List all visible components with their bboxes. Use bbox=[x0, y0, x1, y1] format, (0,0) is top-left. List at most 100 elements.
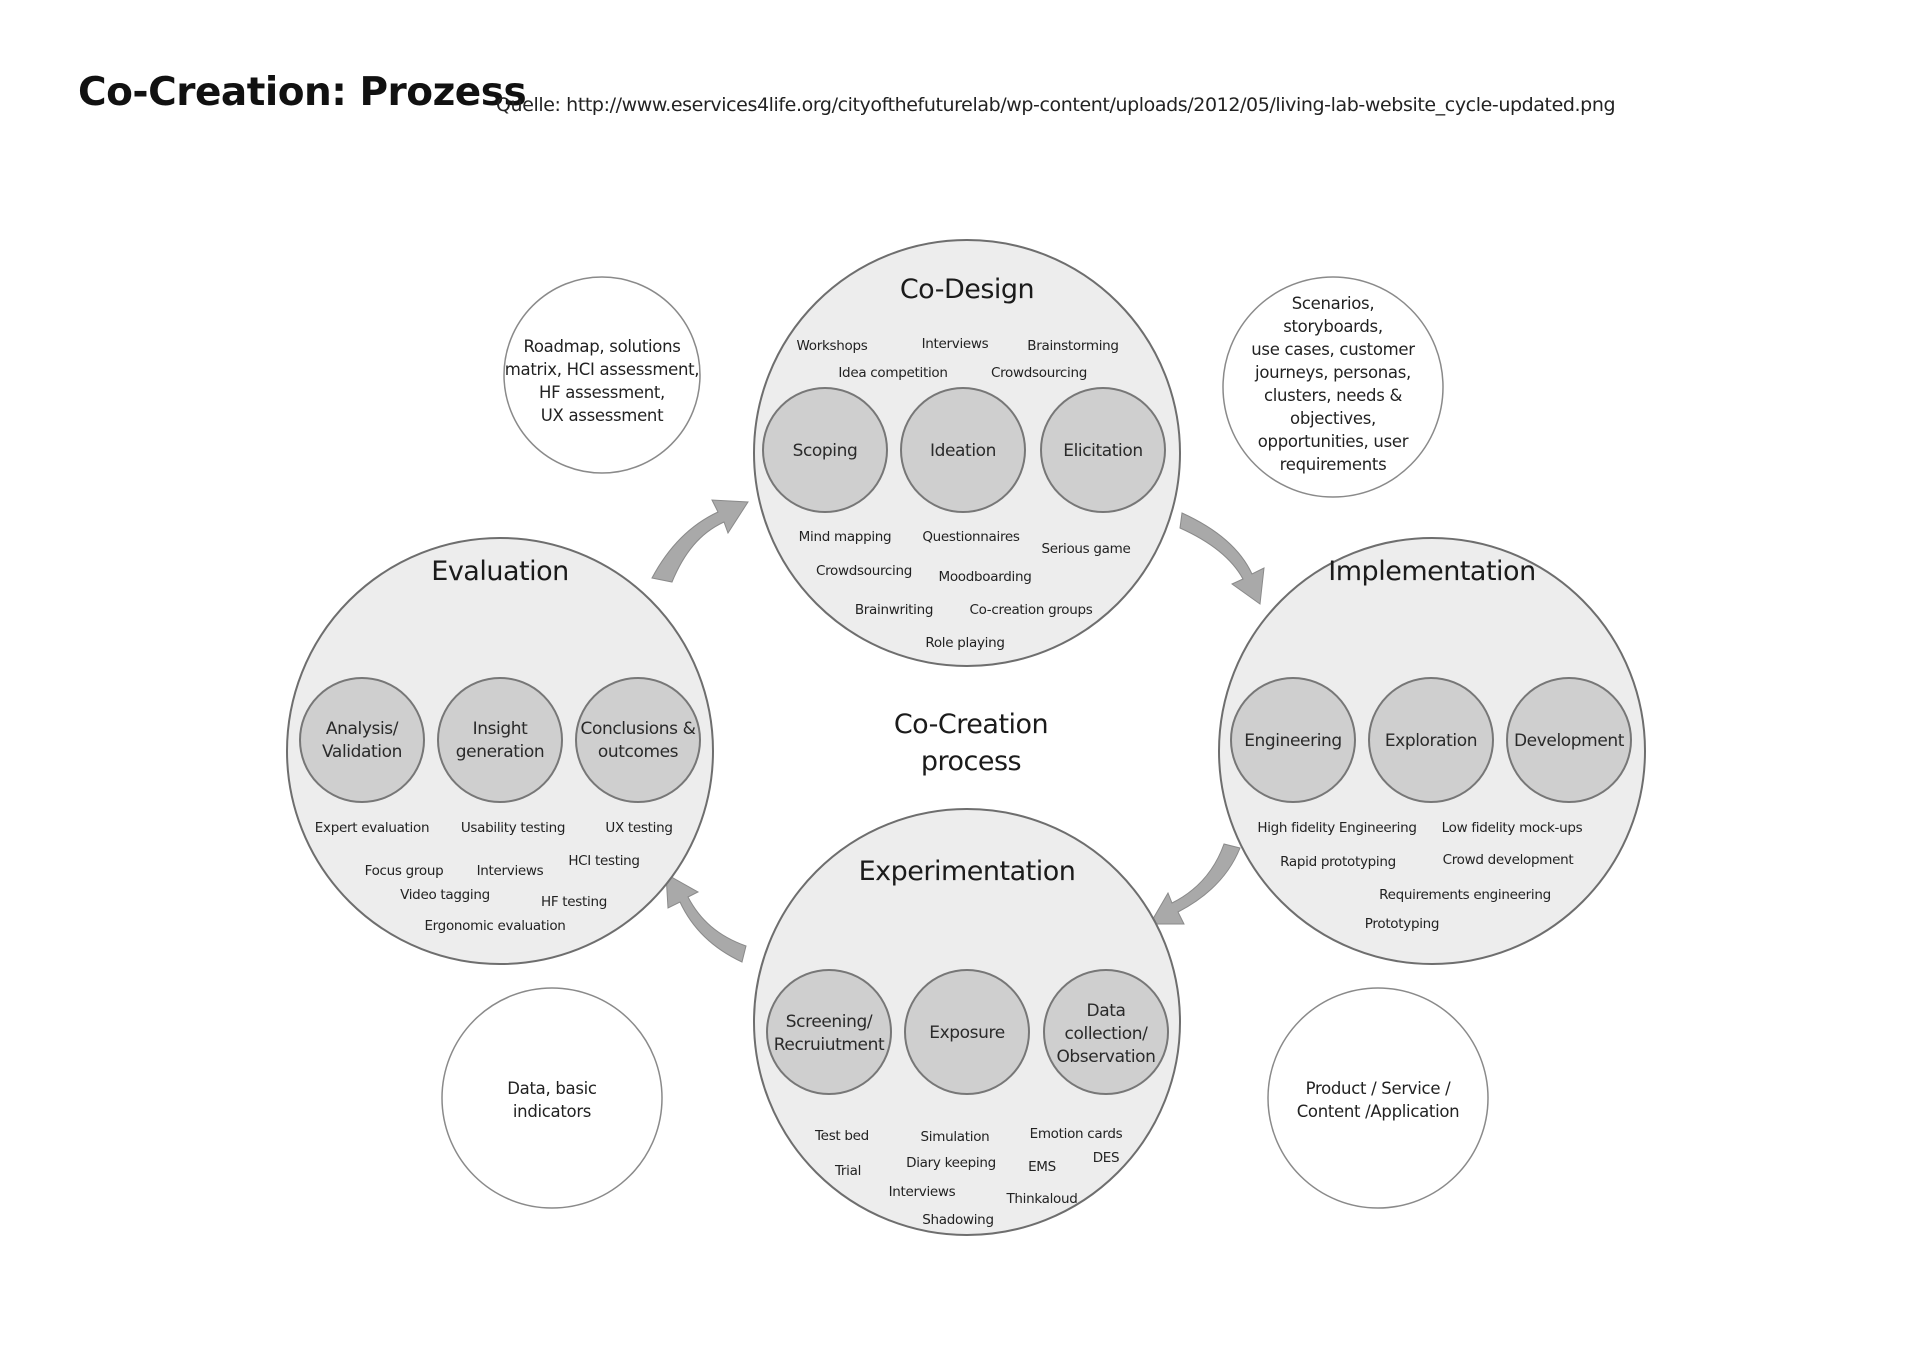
method-label: Mind mapping bbox=[799, 529, 892, 545]
method-label: Brainwriting bbox=[855, 602, 933, 618]
phase-implementation: Implementation Engineering Exploration D… bbox=[1218, 537, 1646, 965]
phase-experimentation: Experimentation Screening/ Recruiutment … bbox=[753, 808, 1181, 1236]
phase-evaluation: Evaluation Analysis/ Validation Insight … bbox=[286, 537, 714, 965]
method-label: UX testing bbox=[605, 820, 672, 836]
curved-arrow-experimentation-to-evaluation bbox=[665, 873, 747, 963]
method-label: DES bbox=[1093, 1150, 1120, 1166]
phase-title: Evaluation bbox=[431, 556, 568, 587]
method-label: Interviews bbox=[889, 1184, 956, 1200]
subphase-label: Development bbox=[1514, 731, 1625, 751]
subphase-circle bbox=[575, 677, 701, 803]
output-circle bbox=[441, 987, 663, 1209]
method-label: Rapid prototyping bbox=[1280, 854, 1396, 870]
subphase-label: Validation bbox=[322, 742, 402, 762]
method-label: Crowd development bbox=[1443, 852, 1574, 868]
method-label: Role playing bbox=[925, 635, 1004, 651]
subphase-circle bbox=[766, 969, 892, 1095]
curved-arrow-implementation-to-experimentation bbox=[1149, 843, 1241, 925]
subphase-label: Screening/ bbox=[786, 1012, 873, 1032]
subphase-circle bbox=[762, 387, 888, 513]
output-line: requirements bbox=[1280, 455, 1387, 474]
output-line: Roadmap, solutions bbox=[523, 337, 680, 356]
output-line: Content /Application bbox=[1297, 1102, 1460, 1121]
output-line: opportunities, user bbox=[1258, 432, 1409, 451]
method-label: Requirements engineering bbox=[1379, 887, 1551, 903]
method-label: High fidelity Engineering bbox=[1257, 820, 1416, 836]
curved-arrow-evaluation-to-codesign bbox=[651, 499, 749, 583]
center-label-line: Co-Creation bbox=[894, 709, 1048, 740]
subphase-label: Insight bbox=[473, 719, 529, 739]
subphase-label: Recruiutment bbox=[774, 1035, 885, 1055]
subphase-label: Analysis/ bbox=[326, 719, 399, 739]
center-label: Co-Creation process bbox=[894, 709, 1049, 777]
subphase-circle bbox=[437, 677, 563, 803]
subphase-circle bbox=[1230, 677, 1356, 803]
output-top-left: Roadmap, solutions matrix, HCI assessmen… bbox=[503, 276, 701, 474]
output-line: storyboards, bbox=[1283, 317, 1383, 336]
subphase-label: Scoping bbox=[793, 441, 858, 461]
method-label: Crowdsourcing bbox=[816, 563, 912, 579]
phase-title: Experimentation bbox=[859, 856, 1076, 887]
output-bottom-right: Product / Service / Content /Application bbox=[1267, 987, 1489, 1209]
subphase-label: generation bbox=[456, 742, 544, 762]
subphase-label: Exploration bbox=[1385, 731, 1477, 751]
output-line: matrix, HCI assessment, bbox=[505, 360, 699, 379]
output-line: Data, basic bbox=[507, 1079, 597, 1098]
method-label: Diary keeping bbox=[906, 1155, 996, 1171]
output-line: Product / Service / bbox=[1306, 1079, 1452, 1098]
method-label: Expert evaluation bbox=[315, 820, 429, 836]
method-label: Focus group bbox=[365, 863, 444, 879]
curved-arrow-codesign-to-implementation bbox=[1179, 512, 1265, 605]
subphase-circle bbox=[1043, 969, 1169, 1095]
method-label: HF testing bbox=[541, 894, 607, 910]
method-label: Serious game bbox=[1041, 541, 1130, 557]
method-label: Emotion cards bbox=[1030, 1126, 1123, 1142]
output-line: objectives, bbox=[1290, 409, 1376, 428]
method-label: HCI testing bbox=[568, 853, 639, 869]
method-label: EMS bbox=[1028, 1159, 1056, 1175]
center-label-line: process bbox=[921, 746, 1021, 777]
subphase-label: Ideation bbox=[930, 441, 996, 461]
subphase-circle bbox=[1506, 677, 1632, 803]
phase-title: Co-Design bbox=[900, 274, 1034, 305]
method-label: Ergonomic evaluation bbox=[424, 918, 565, 934]
output-line: indicators bbox=[513, 1102, 591, 1121]
output-top-right: Scenarios, storyboards, use cases, custo… bbox=[1222, 276, 1444, 498]
subphase-circle bbox=[299, 677, 425, 803]
output-line: clusters, needs & bbox=[1264, 386, 1402, 405]
subphase-label: Exposure bbox=[929, 1023, 1005, 1043]
method-label: Thinkaloud bbox=[1005, 1191, 1077, 1207]
method-label: Moodboarding bbox=[939, 569, 1032, 585]
page-title: Co-Creation: Prozess bbox=[78, 70, 527, 115]
subphase-label: Data bbox=[1087, 1001, 1126, 1021]
method-label: Trial bbox=[834, 1163, 861, 1179]
output-circle bbox=[1267, 987, 1489, 1209]
method-label: Brainstorming bbox=[1027, 338, 1118, 354]
subphase-circle bbox=[1368, 677, 1494, 803]
subphase-label: outcomes bbox=[598, 742, 679, 762]
output-circle bbox=[1222, 276, 1444, 498]
output-line: Scenarios, bbox=[1292, 294, 1375, 313]
method-label: Test bed bbox=[814, 1128, 869, 1144]
method-label: Simulation bbox=[921, 1129, 990, 1145]
subphase-label: collection/ bbox=[1065, 1024, 1149, 1044]
source-citation: Quelle: http://www.eservices4life.org/ci… bbox=[496, 94, 1616, 116]
output-line: journeys, personas, bbox=[1254, 363, 1411, 382]
method-label: Interviews bbox=[922, 336, 989, 352]
method-label: Questionnaires bbox=[922, 529, 1020, 545]
subphase-label: Elicitation bbox=[1063, 441, 1143, 461]
phase-title: Implementation bbox=[1328, 556, 1535, 587]
method-label: Usability testing bbox=[461, 820, 565, 836]
method-label: Workshops bbox=[797, 338, 868, 354]
subphase-label: Engineering bbox=[1244, 731, 1342, 751]
output-line: HF assessment, bbox=[539, 383, 665, 402]
method-label: Shadowing bbox=[922, 1212, 993, 1228]
method-label: Prototyping bbox=[1365, 916, 1439, 932]
method-label: Low fidelity mock-ups bbox=[1442, 820, 1583, 836]
method-label: Interviews bbox=[477, 863, 544, 879]
method-label: Co-creation groups bbox=[969, 602, 1092, 618]
output-line: UX assessment bbox=[541, 406, 664, 425]
subphase-label: Conclusions & bbox=[581, 719, 696, 739]
subphase-circle bbox=[900, 387, 1026, 513]
